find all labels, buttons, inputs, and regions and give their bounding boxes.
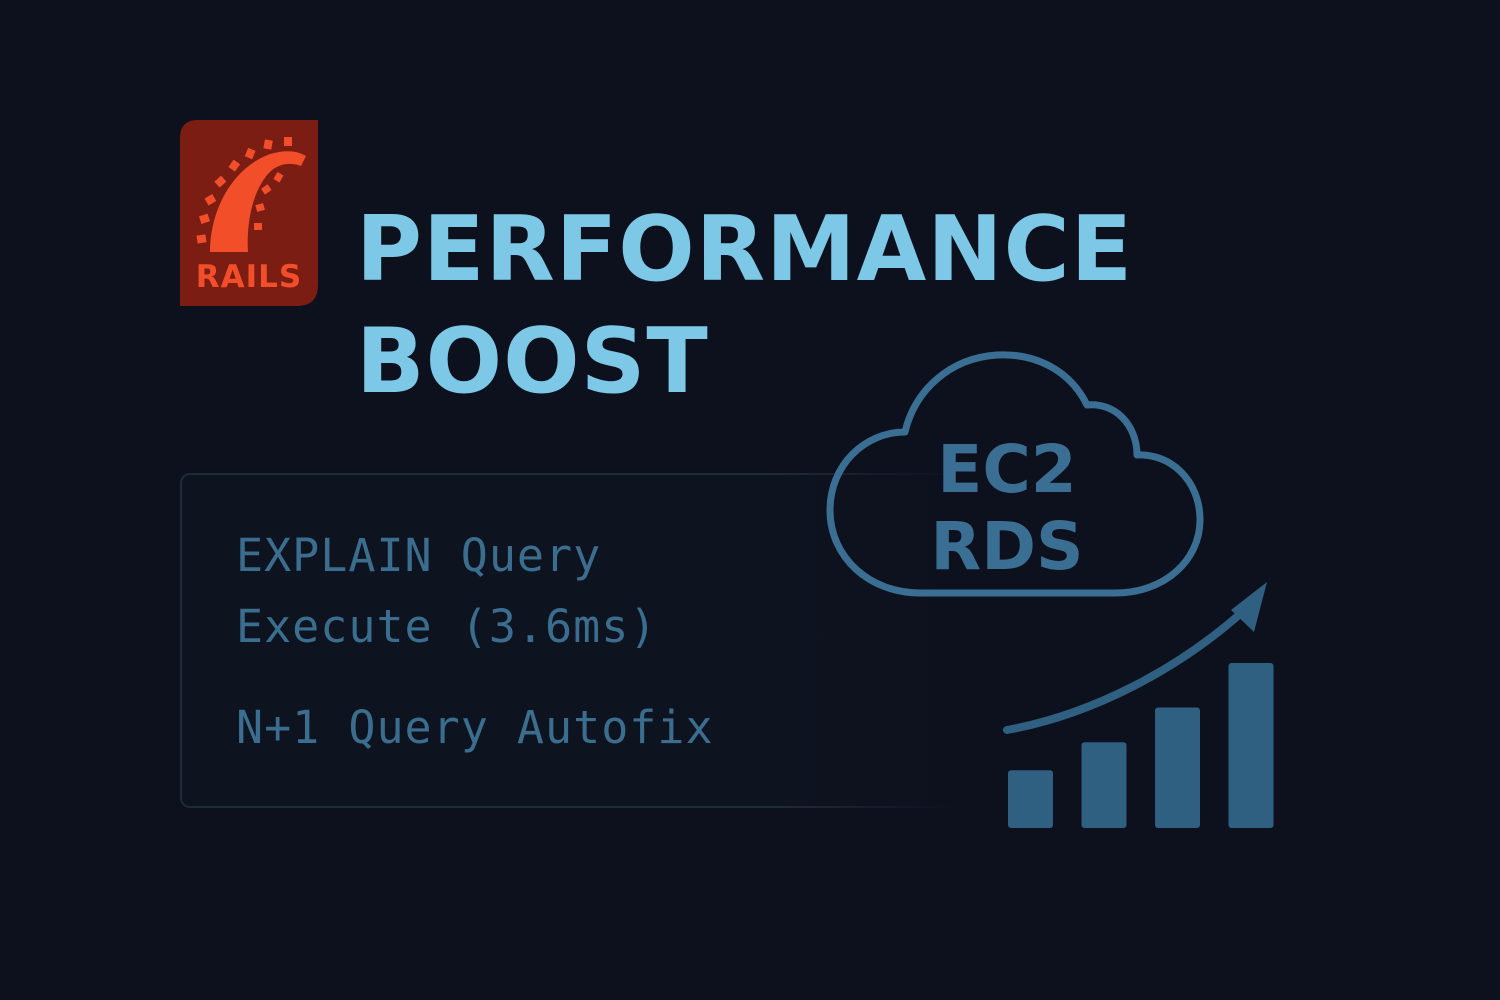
code-line-autofix: N+1 Query Autofix bbox=[236, 701, 714, 754]
cloud-outline bbox=[826, 351, 1204, 597]
cloud-label-rds: RDS bbox=[930, 508, 1084, 585]
growth-bar-1 bbox=[1008, 770, 1053, 828]
growth-chart bbox=[995, 575, 1285, 835]
growth-bar-2 bbox=[1081, 742, 1127, 828]
logo-arch bbox=[210, 151, 306, 252]
trend-up-arrow-icon bbox=[1003, 601, 1254, 734]
title-line-1: PERFORMANCE bbox=[356, 197, 1134, 302]
rails-logo: RAILS bbox=[180, 120, 318, 306]
rails-logo-icon: RAILS bbox=[180, 120, 318, 306]
logo-wordmark: RAILS bbox=[196, 259, 302, 295]
cloud-icon bbox=[826, 351, 1204, 597]
growth-bar-3 bbox=[1155, 707, 1200, 828]
code-line-execute: Execute (3.6ms) bbox=[236, 600, 658, 653]
growth-chart-icon bbox=[1003, 582, 1274, 828]
cloud-label-ec2: EC2 bbox=[937, 431, 1077, 508]
trend-arrow-head bbox=[1231, 582, 1267, 632]
title-line-2: BOOST bbox=[356, 309, 709, 414]
code-line-explain: EXPLAIN Query bbox=[236, 529, 602, 582]
growth-bar-4 bbox=[1228, 663, 1274, 828]
logo-rail-ties bbox=[196, 137, 292, 244]
cloud-badge bbox=[825, 350, 1210, 605]
